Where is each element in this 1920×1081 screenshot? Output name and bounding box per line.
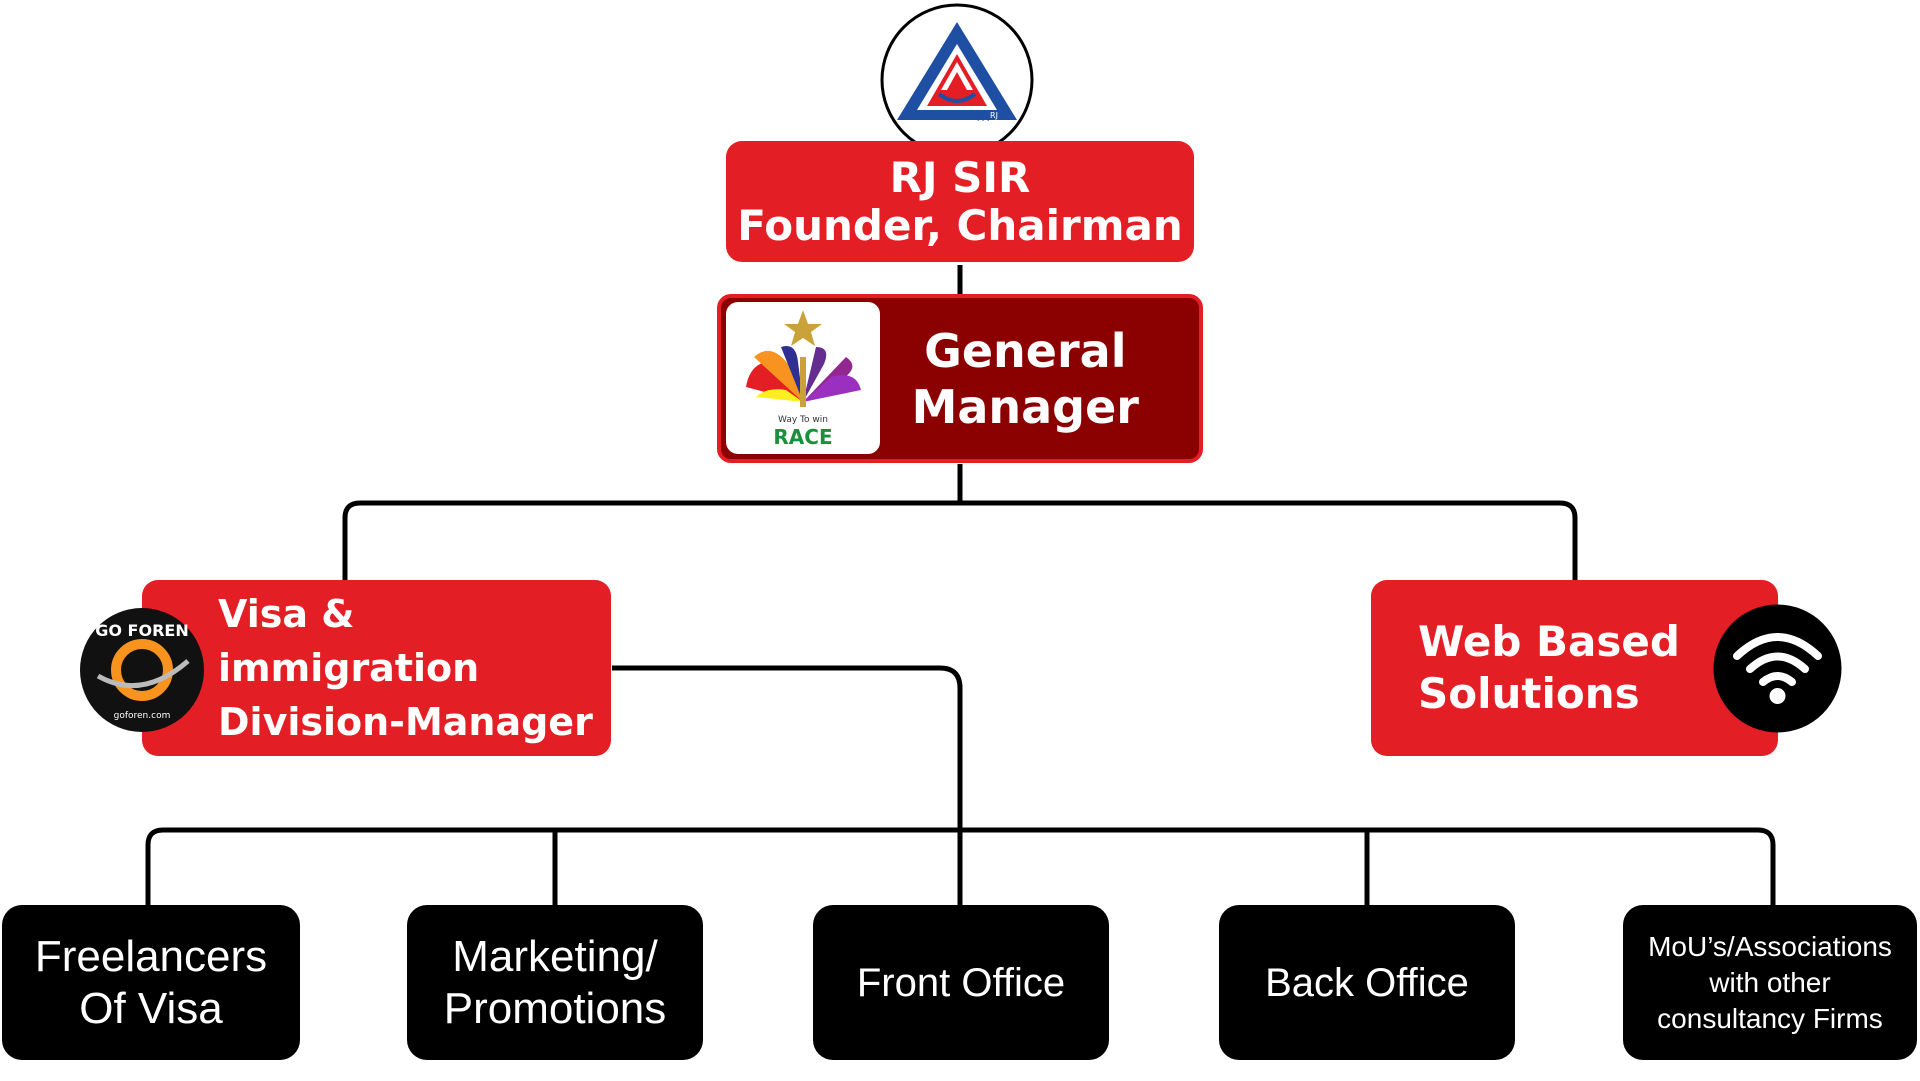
back-office-label: Back Office	[1265, 960, 1469, 1005]
svg-text:RACE: RACE	[773, 425, 832, 449]
freelancers-label: Freelancers Of Visa	[34, 931, 268, 1033]
front-office-label: Front Office	[856, 960, 1066, 1005]
founder-name: RJ SIR	[889, 152, 1031, 202]
freelancers-box: Freelancers Of Visa	[2, 905, 300, 1060]
marketing-label: Marketing/ Promotions	[443, 931, 667, 1033]
rj-logo: RJ	[879, 2, 1035, 158]
general-manager-label: General Manager	[911, 323, 1139, 434]
svg-text:Way To win: Way To win	[778, 415, 828, 425]
goforen-globe-logo-icon: GO FOREN goforen.com	[80, 608, 204, 732]
wifi-logo	[1713, 604, 1842, 733]
mou-label: MoU’s/Associations with other consultanc…	[1648, 930, 1892, 1034]
web-solutions-label: Web Based Solutions	[1418, 617, 1680, 718]
svg-text:goforen.com: goforen.com	[114, 711, 171, 721]
front-office-box: Front Office	[813, 905, 1109, 1060]
connector-visa-down	[612, 665, 963, 905]
web-solutions-box: Web Based Solutions	[1371, 580, 1778, 756]
founder-box: RJ SIR Founder, Chairman	[726, 141, 1194, 262]
connector-lower-bus	[145, 827, 1776, 905]
wifi-icon	[1713, 604, 1842, 733]
visa-division-box: Visa & immigration Division-Manager	[142, 580, 611, 756]
visa-division-label: Visa & immigration Division-Manager	[218, 592, 593, 744]
mou-box: MoU’s/Associations with other consultanc…	[1623, 905, 1917, 1060]
race-logo: Way To win RACE	[726, 302, 880, 454]
rj-triangle-logo-icon: RJ	[880, 3, 1034, 157]
goforen-logo: GO FOREN goforen.com	[78, 606, 206, 734]
founder-title: Founder, Chairman	[737, 200, 1183, 250]
marketing-box: Marketing/ Promotions	[407, 905, 703, 1060]
back-office-box: Back Office	[1219, 905, 1515, 1060]
connector-branch-top	[342, 500, 1578, 584]
svg-text:RJ: RJ	[990, 111, 998, 120]
race-fan-logo-icon: Way To win RACE	[746, 310, 861, 449]
svg-text:GO FOREN: GO FOREN	[95, 621, 188, 640]
